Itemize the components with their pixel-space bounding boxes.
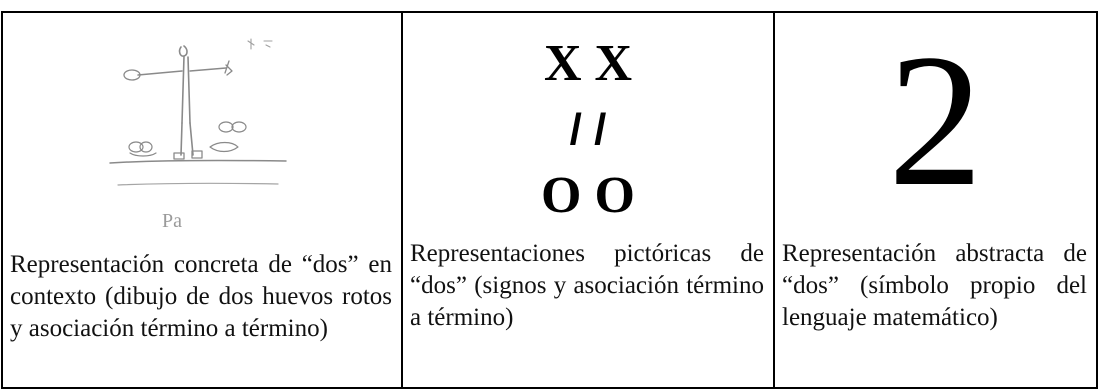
abstract-representation-cell: 2 Representación abstracta de “dos” (sím… bbox=[775, 13, 1096, 387]
abstract-caption: Representación abstracta de “dos” (símbo… bbox=[782, 240, 1087, 331]
concrete-representation-cell: Pa Representación concreta de “dos” en c… bbox=[3, 13, 403, 387]
x-signs-row: X X bbox=[543, 35, 633, 92]
o-signs-row: O O bbox=[541, 167, 635, 224]
concrete-caption: Representación concreta de “dos” en cont… bbox=[10, 251, 392, 342]
pictorial-signs: X X / / O O bbox=[403, 31, 773, 229]
drawing-label-text: Pa bbox=[162, 210, 182, 232]
representations-table: Pa Representación concreta de “dos” en c… bbox=[1, 11, 1098, 389]
child-drawing-image: Pa bbox=[98, 23, 298, 233]
pictorial-representation-cell: X X / / O O Representaciones pictóricas … bbox=[403, 13, 775, 387]
numeral-two: 2 bbox=[888, 16, 983, 226]
pictorial-caption: Representaciones pictóricas de “dos” (si… bbox=[410, 240, 764, 331]
slash-signs-row: / / bbox=[569, 105, 607, 154]
